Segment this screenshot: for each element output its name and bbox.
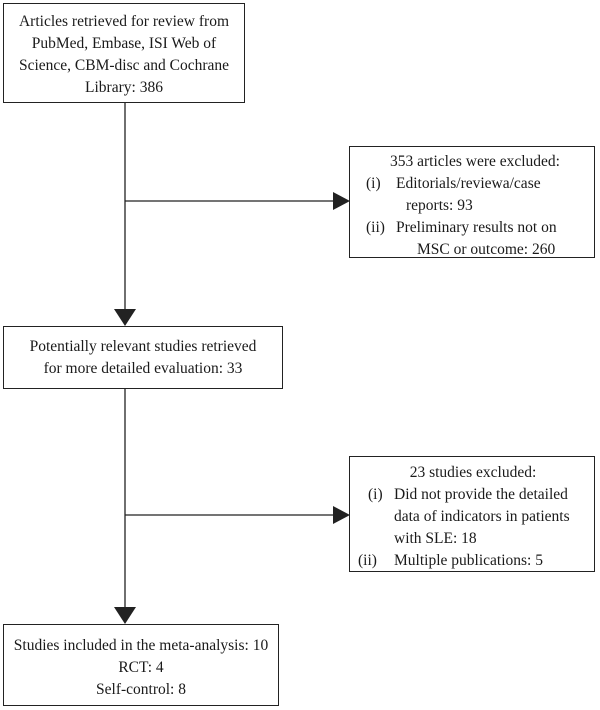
exclusion-box-1: 353 articles were excluded: (i) Editoria… [349,146,595,258]
item-line: with SLE: 18 [394,530,477,547]
retrieval-line: PubMed, Embase, ISI Web of [31,35,217,52]
relevant-line: Potentially relevant studies retrieved [29,338,257,355]
arrowhead-down-1 [114,309,136,326]
item-line: Editorials/reviewa/case [396,175,541,192]
exclusion-title: 353 articles were excluded: [390,153,560,170]
exclusion-item: (i) Did not provide the detailed data of… [358,484,588,550]
retrieval-line: Articles retrieved for review from [18,13,229,30]
item-line: Preliminary results not on [396,219,557,236]
retrieval-box: Articles retrieved for review from PubMe… [3,3,245,103]
exclusion-box-2: 23 studies excluded: (i) Did not provide… [349,456,595,572]
retrieval-line: Science, CBM-disc and Cochrane [18,57,230,74]
exclusion-item: (ii) Multiple publications: 5 [358,550,588,572]
exclusion-item: (ii) Preliminary results not on MSC or o… [362,217,588,261]
included-line: RCT: 4 [118,659,164,676]
included-studies-box: Studies included in the meta-analysis: 1… [3,624,279,706]
exclusion-title: 23 studies excluded: [409,464,537,481]
item-line: reports: 93 [406,197,473,214]
arrowhead-down-2 [114,607,136,624]
included-line: Self-control: 8 [96,681,186,698]
retrieval-line: Library: 386 [85,79,163,96]
item-number: (ii) [366,219,385,236]
item-number: (i) [366,175,381,192]
arrowhead-right-2 [333,506,350,524]
item-number: (i) [368,486,383,503]
item-line: MSC or outcome: 260 [417,241,556,258]
item-line: data of indicators in patients [394,508,570,525]
relevant-studies-box: Potentially relevant studies retrieved f… [3,326,283,389]
exclusion-item: (i) Editorials/reviewa/case reports: 93 [362,173,588,217]
relevant-line: for more detailed evaluation: 33 [43,360,243,377]
item-line: Did not provide the detailed [394,486,568,503]
arrowhead-right-1 [333,192,350,210]
item-line: Multiple publications: 5 [394,552,543,569]
item-number: (ii) [358,552,377,569]
included-line: Studies included in the meta-analysis: 1… [13,637,269,654]
